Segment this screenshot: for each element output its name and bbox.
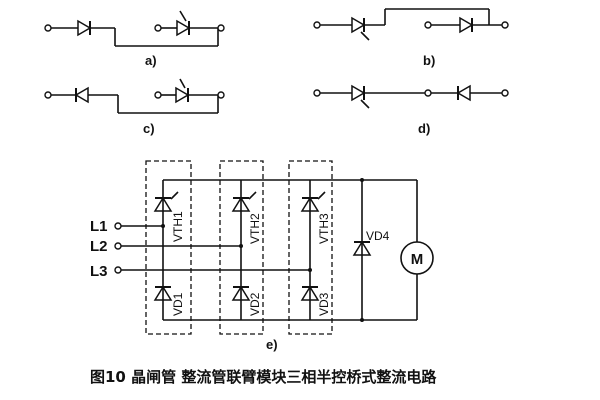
thyristor-vth3 bbox=[300, 191, 326, 212]
input-label-l1: L1 bbox=[90, 218, 108, 235]
diode-vd3 bbox=[300, 285, 320, 301]
device-label-vth2: VTH2 bbox=[248, 213, 262, 244]
thyristor-d bbox=[351, 84, 366, 102]
diode-a bbox=[77, 19, 92, 37]
module-1-box bbox=[145, 160, 192, 335]
device-label-vd2: VD2 bbox=[248, 292, 262, 316]
sub-diagram-a: a) bbox=[44, 10, 225, 68]
figure-caption: 图10 晶闸管 整流管联臂模块三相半控桥式整流电路 bbox=[90, 368, 437, 386]
device-label-vd1: VD1 bbox=[171, 292, 185, 316]
terminal-c-mid bbox=[154, 91, 162, 99]
module-2-box bbox=[219, 160, 264, 335]
terminal-d-right bbox=[501, 89, 509, 97]
terminal-a-mid bbox=[154, 24, 162, 32]
motor-symbol bbox=[400, 241, 434, 275]
motor-label: M bbox=[411, 251, 424, 268]
terminal-b-right bbox=[501, 21, 509, 29]
diode-vd2 bbox=[231, 285, 251, 301]
sub-diagram-e: L1 L2 L3 bbox=[90, 160, 434, 352]
device-label-vth1: VTH1 bbox=[171, 211, 185, 242]
terminal-l1 bbox=[114, 222, 122, 230]
sub-diagram-b: b) bbox=[313, 8, 509, 68]
terminal-a-left bbox=[44, 24, 52, 32]
terminal-b-mid bbox=[424, 21, 432, 29]
terminal-d-mid bbox=[424, 89, 432, 97]
thyristor-a bbox=[176, 19, 191, 37]
diode-c bbox=[74, 86, 89, 104]
label-c: c) bbox=[143, 121, 155, 136]
terminal-l3 bbox=[114, 266, 122, 274]
terminal-a-right bbox=[217, 24, 225, 32]
thyristor-vth2 bbox=[231, 191, 257, 212]
diode-vd4 bbox=[352, 240, 372, 256]
device-label-vth3: VTH3 bbox=[317, 213, 331, 244]
label-a: a) bbox=[145, 53, 157, 68]
sub-diagram-d: d) bbox=[313, 84, 509, 136]
terminal-b-left bbox=[313, 21, 321, 29]
diode-d bbox=[456, 84, 471, 102]
device-label-vd4: VD4 bbox=[366, 229, 390, 243]
diode-vd1 bbox=[153, 285, 173, 301]
label-e: e) bbox=[266, 337, 278, 352]
terminal-d-left bbox=[313, 89, 321, 97]
thyristor-c bbox=[175, 86, 190, 104]
sub-diagram-c: c) bbox=[44, 78, 225, 136]
module-3-box bbox=[288, 160, 333, 335]
terminal-c-right bbox=[217, 91, 225, 99]
thyristor-vth1 bbox=[153, 191, 179, 212]
input-label-l2: L2 bbox=[90, 238, 108, 255]
terminal-c-left bbox=[44, 91, 52, 99]
label-b: b) bbox=[423, 53, 435, 68]
terminal-l2 bbox=[114, 242, 122, 250]
label-d: d) bbox=[418, 121, 430, 136]
diode-b bbox=[459, 16, 474, 34]
device-label-vd3: VD3 bbox=[317, 292, 331, 316]
input-label-l3: L3 bbox=[90, 263, 108, 280]
thyristor-b bbox=[351, 16, 366, 34]
